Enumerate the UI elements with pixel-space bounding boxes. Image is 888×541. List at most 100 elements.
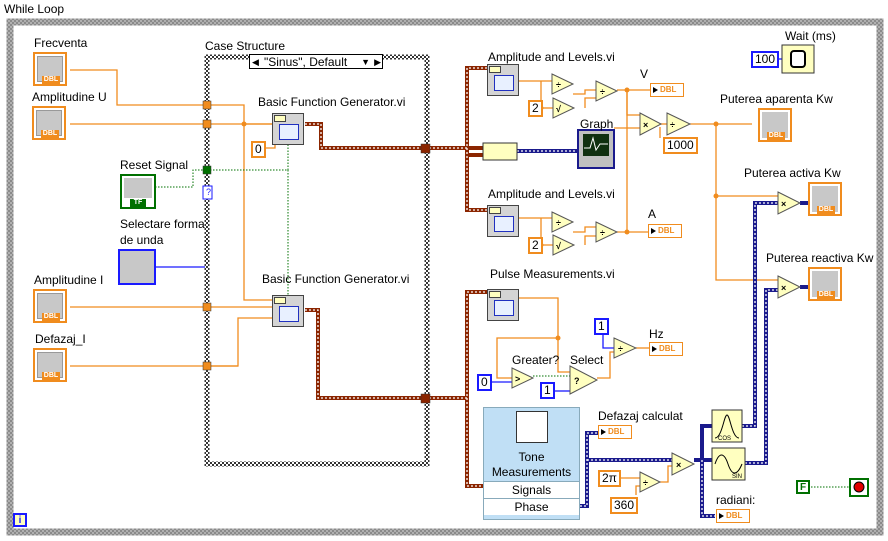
frecventa-knob-control[interactable]: DBL (33, 52, 67, 86)
v-label: V (640, 67, 649, 81)
boolean-wires (155, 140, 850, 488)
waveform-icon (494, 216, 514, 232)
defazaj-calculat-label: Defazaj calculat (598, 409, 683, 423)
while-loop-title: While Loop (4, 2, 65, 16)
phase-terminal[interactable]: Phase (484, 498, 579, 515)
tunnel (420, 143, 431, 154)
tunnel (202, 302, 212, 312)
tone-measurements-express-vi[interactable]: Tone Measurements Signals Phase (483, 407, 580, 520)
constant-one[interactable]: 1 (594, 318, 609, 335)
type-badge: DBL (767, 132, 785, 140)
next-case-icon[interactable]: ▶ (374, 57, 381, 67)
tone-icon (516, 411, 548, 443)
divide-node (595, 221, 619, 243)
svg-text:÷: ÷ (670, 120, 675, 130)
divide-node (551, 211, 575, 233)
svg-text:?: ? (574, 376, 580, 386)
signals-terminal[interactable]: Signals (484, 481, 579, 498)
tone-title-2: Measurements (491, 465, 572, 479)
multiply-node (777, 275, 802, 299)
defazaj-calculat-indicator: DBL (598, 425, 632, 439)
constant-two-pi[interactable]: 2π (598, 470, 621, 487)
puterea-activa-label: Puterea activa Kw (744, 166, 841, 180)
amplitudine-u-slider-control[interactable]: DBL (32, 106, 66, 140)
numeric-wires (70, 69, 778, 495)
svg-text:÷: ÷ (643, 478, 648, 488)
svg-text:√: √ (556, 241, 561, 251)
multiply-node (671, 452, 696, 476)
waveform-type-ring-control[interactable] (118, 249, 156, 285)
tunnel (202, 100, 212, 110)
svg-text:√: √ (556, 104, 561, 114)
svg-text:COS: COS (718, 436, 731, 442)
wait-ms-constant[interactable]: 100 (751, 51, 780, 68)
tunnel (420, 393, 431, 404)
waveform-icon (279, 306, 299, 322)
selectare-label-2: de unda (120, 233, 164, 247)
amplitude-and-levels-subvi[interactable] (487, 205, 519, 237)
svg-text:÷: ÷ (618, 344, 623, 354)
sin-node (711, 447, 746, 481)
case-selector-value: "Sinus", Default (264, 55, 348, 69)
multiply-node (777, 191, 802, 215)
bfg1-label: Basic Function Generator.vi (258, 95, 406, 109)
hz-label: Hz (649, 327, 664, 341)
waveform-icon (494, 75, 514, 91)
puterea-activa-gauge: DBL (808, 182, 842, 216)
constant-two[interactable]: 2 (528, 237, 543, 254)
tunnel (202, 361, 212, 371)
reset-signal-boolean-control[interactable]: TF (120, 174, 156, 209)
hz-indicator: DBL (649, 342, 683, 356)
v-indicator: DBL (650, 83, 684, 97)
constant-one-int[interactable]: 1 (540, 382, 555, 399)
waveform-icon (494, 300, 514, 316)
svg-text:÷: ÷ (600, 228, 605, 238)
greater-node (511, 367, 535, 389)
divide-node (639, 471, 662, 493)
constant-zero-int[interactable]: 0 (477, 374, 492, 391)
false-constant[interactable]: F (796, 480, 810, 494)
basic-function-generator-subvi[interactable] (272, 113, 304, 145)
select-node (569, 365, 599, 395)
pulse-measurements-label: Pulse Measurements.vi (490, 267, 615, 281)
svg-text:÷: ÷ (556, 80, 561, 90)
led-icon (124, 178, 152, 198)
type-badge: DBL (42, 372, 60, 380)
puterea-aparenta-gauge: DBL (758, 108, 792, 142)
constant-two[interactable]: 2 (528, 100, 543, 117)
puterea-aparenta-label: Puterea aparenta Kw (720, 92, 833, 106)
amplitude-levels-label-2: Amplitude and Levels.vi (488, 187, 615, 201)
case-selector-terminal-label: ? (205, 187, 211, 197)
svg-text:SIN: SIN (732, 474, 742, 480)
case-structure-title: Case Structure (205, 39, 286, 53)
select-label: Select (570, 353, 604, 367)
basic-function-generator-subvi[interactable] (272, 295, 304, 327)
type-badge: DBL (817, 206, 835, 214)
tunnel (202, 165, 212, 175)
constant-thousand[interactable]: 1000 (663, 137, 698, 154)
sqrt-node (552, 97, 576, 119)
constant-zero[interactable]: 0 (251, 141, 266, 158)
type-badge: DBL (41, 130, 59, 138)
wait-label: Wait (ms) (785, 29, 836, 43)
amplitude-levels-label: Amplitude and Levels.vi (488, 50, 615, 64)
dropdown-icon[interactable]: ▼ (361, 57, 370, 67)
case-selector[interactable]: ◀ "Sinus", Default ▼ ▶ (249, 54, 383, 69)
prev-case-icon[interactable]: ◀ (252, 57, 259, 67)
iteration-terminal: i (13, 513, 27, 527)
amplitude-and-levels-subvi[interactable] (487, 64, 519, 96)
selectare-label-1: Selectare forma (120, 217, 205, 231)
frecventa-label: Frecventa (34, 36, 88, 50)
a-indicator: DBL (648, 224, 682, 238)
svg-text:÷: ÷ (556, 218, 561, 228)
amplitudine-u-label: Amplitudine U (32, 90, 107, 104)
type-badge: DBL (42, 76, 60, 84)
svg-text:×: × (643, 120, 648, 130)
pulse-measurements-subvi[interactable] (487, 289, 519, 321)
svg-text:>: > (515, 374, 520, 384)
amplitudine-i-slider-control[interactable]: DBL (33, 289, 67, 323)
defazaj-i-slider-control[interactable]: DBL (33, 348, 67, 382)
constant-360[interactable]: 360 (610, 497, 639, 514)
defazaj-i-label: Defazaj_I (35, 332, 86, 346)
